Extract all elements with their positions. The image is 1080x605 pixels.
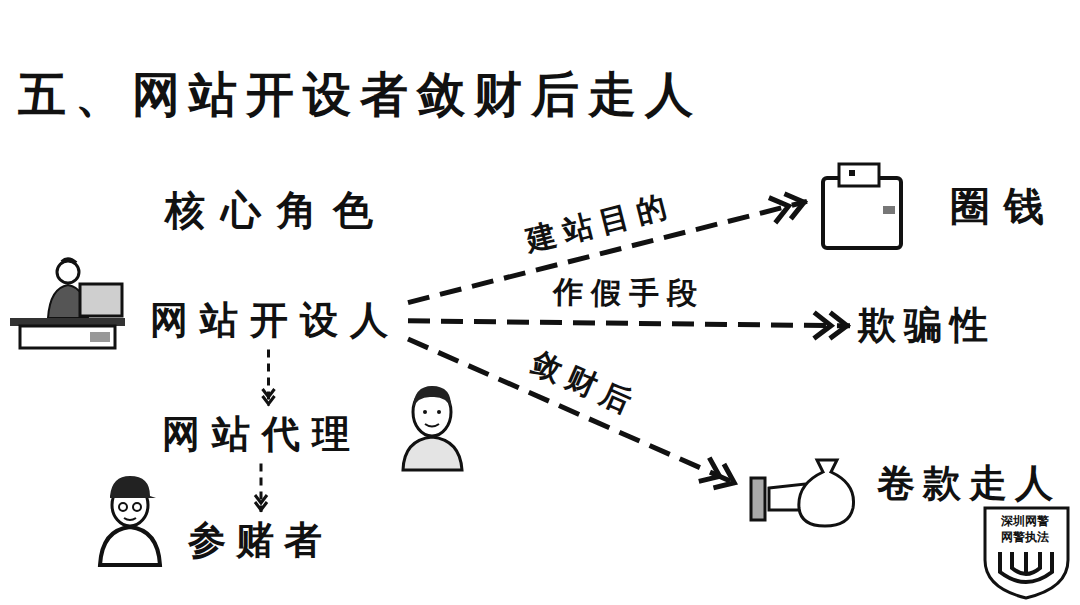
role-node: 卷款走人: [745, 438, 1061, 530]
edge-label: 作假手段: [549, 274, 709, 312]
safe-lock: [849, 170, 855, 176]
node-text: 网站开设人: [150, 298, 400, 344]
cuff-bar: [751, 478, 765, 520]
edge-label: 建站目的: [518, 186, 682, 260]
watermark-text: 网警执法: [1001, 530, 1049, 544]
dashed-arrow: [408, 339, 737, 484]
node-text: 圈钱: [950, 182, 1058, 230]
dashed-arrow: [267, 350, 270, 406]
role-node: 网站开设人: [150, 298, 400, 344]
person-at-desk-icon: [10, 259, 125, 348]
money-bag: [799, 460, 854, 526]
role-node: 参赌者: [188, 518, 332, 564]
role-node: 欺骗性: [858, 303, 996, 349]
gambler-icon: [100, 476, 160, 565]
diagram-title: 五、网站开设者敛财后走人: [18, 66, 702, 124]
bag-icon: [745, 438, 865, 530]
agent-bust-icon: [403, 386, 462, 470]
watermark-shield: [985, 508, 1068, 598]
edge-label: 敛财后: [522, 343, 648, 425]
watermark-text: 深圳网警: [1001, 514, 1049, 528]
role-node: 网站代理: [162, 412, 362, 458]
role-node: 圈钱: [815, 160, 1058, 252]
safe-icon: [815, 160, 910, 252]
node-text: 卷款走人: [877, 461, 1061, 507]
safe-top: [839, 164, 879, 186]
node-text: 网站代理: [162, 412, 362, 458]
section-heading: 核心角色: [165, 186, 389, 234]
node-text: 参赌者: [188, 518, 332, 564]
dashed-arrow: [260, 464, 263, 512]
safe-handle: [883, 206, 895, 214]
safe-body: [823, 178, 901, 248]
dashed-arrow: [408, 321, 850, 326]
node-text: 欺骗性: [858, 303, 996, 349]
